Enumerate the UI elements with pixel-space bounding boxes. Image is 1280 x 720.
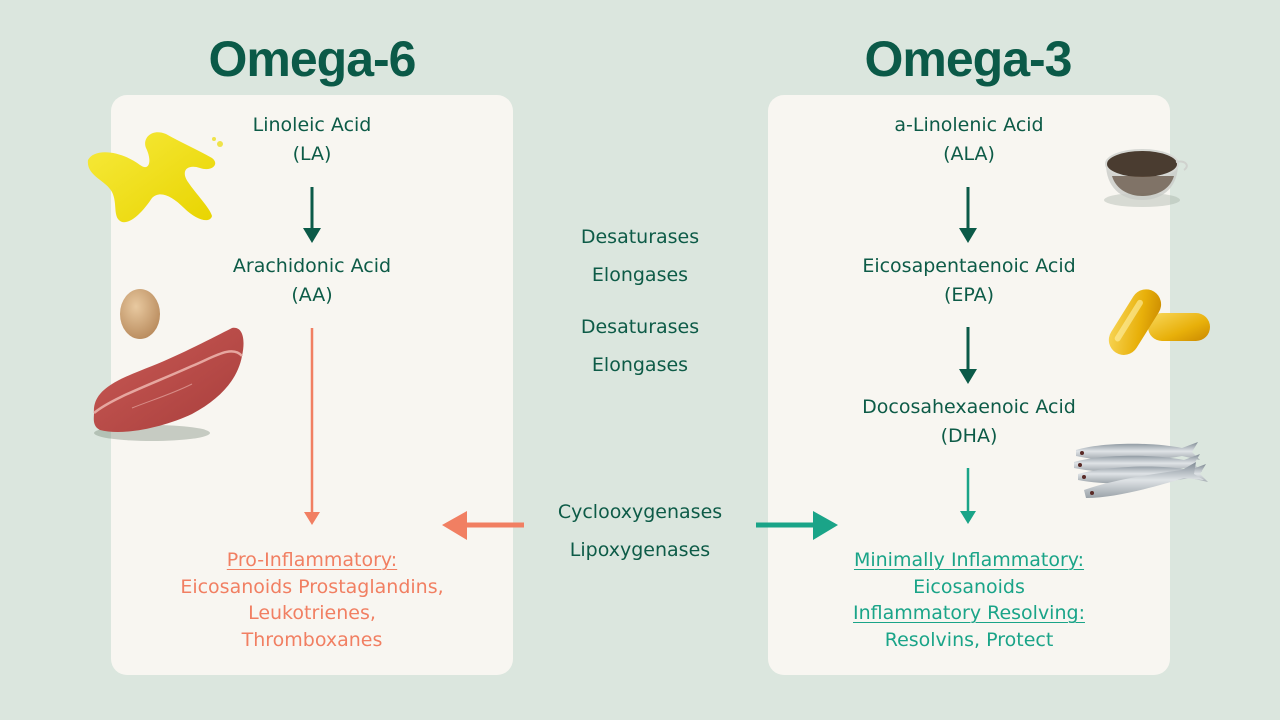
enzyme-label: Desaturases — [580, 226, 700, 248]
node-name: Arachidonic Acid — [232, 255, 392, 277]
result-heading: Inflammatory Resolving: — [853, 602, 1085, 624]
result-heading: Minimally Inflammatory: — [853, 549, 1085, 571]
arrow-left-icon — [442, 511, 524, 540]
omega3-title: Omega-3 — [864, 31, 1073, 87]
enzyme-label: Desaturases — [580, 316, 700, 338]
node-name: Eicosapentaenoic Acid — [862, 255, 1076, 277]
arachidonic-acid-node: Arachidonic Acid (AA) — [111, 252, 513, 310]
linoleic-acid-node: Linoleic Acid (LA) — [111, 111, 513, 169]
omega6-title: Omega-6 — [208, 31, 417, 87]
chia-seed-bowl-icon — [1104, 149, 1188, 207]
enzyme-final: Cyclooxygenases Lipoxygenases — [520, 493, 760, 569]
pro-inflammatory-result: Pro-Inflammatory: Eicosanoids Prostaglan… — [111, 547, 513, 653]
result-line: Eicosanoids Prostaglandins, — [180, 575, 444, 598]
enzyme-label: Elongases — [591, 264, 689, 286]
enzyme-label: Lipoxygenases — [569, 539, 711, 561]
node-abbr: (ALA) — [943, 143, 995, 165]
epa-node: Eicosapentaenoic Acid (EPA) — [768, 252, 1170, 310]
node-abbr: (EPA) — [943, 284, 995, 306]
fish-oil-capsules-icon — [1108, 289, 1210, 355]
dha-node: Docosahexaenoic Acid (DHA) — [768, 393, 1170, 451]
node-abbr: (LA) — [292, 143, 332, 165]
result-line: Resolvins, Protect — [884, 628, 1054, 651]
result-line: Eicosanoids — [913, 575, 1025, 598]
node-name: Linoleic Acid — [252, 114, 372, 136]
olive-oil-splash-icon — [87, 132, 223, 223]
enzyme-step1: Desaturases Elongases — [520, 218, 760, 294]
node-name: Docosahexaenoic Acid — [862, 396, 1076, 418]
arrow-down-icon — [959, 187, 977, 243]
enzyme-step2: Desaturases Elongases — [520, 308, 760, 384]
enzyme-label: Elongases — [591, 354, 689, 376]
enzyme-label: Cyclooxygenases — [557, 501, 723, 523]
result-line: Thromboxanes — [241, 628, 383, 651]
arrow-down-icon — [303, 187, 321, 243]
egg-icon — [120, 289, 160, 339]
sardines-icon — [1074, 442, 1208, 498]
arrow-right-icon — [756, 511, 838, 540]
node-abbr: (DHA) — [940, 425, 998, 447]
red-meat-icon — [93, 327, 244, 441]
arrow-down-icon — [959, 327, 977, 384]
node-abbr: (AA) — [291, 284, 333, 306]
node-name: a-Linolenic Acid — [894, 114, 1044, 136]
arrow-down-icon — [960, 468, 976, 524]
alpha-linolenic-acid-node: a-Linolenic Acid (ALA) — [768, 111, 1170, 169]
result-line: Leukotrienes, — [248, 602, 376, 624]
anti-inflammatory-result: Minimally Inflammatory: Eicosanoids Infl… — [768, 547, 1170, 653]
arrow-down-icon — [304, 328, 320, 525]
result-heading: Pro-Inflammatory: — [226, 549, 398, 571]
